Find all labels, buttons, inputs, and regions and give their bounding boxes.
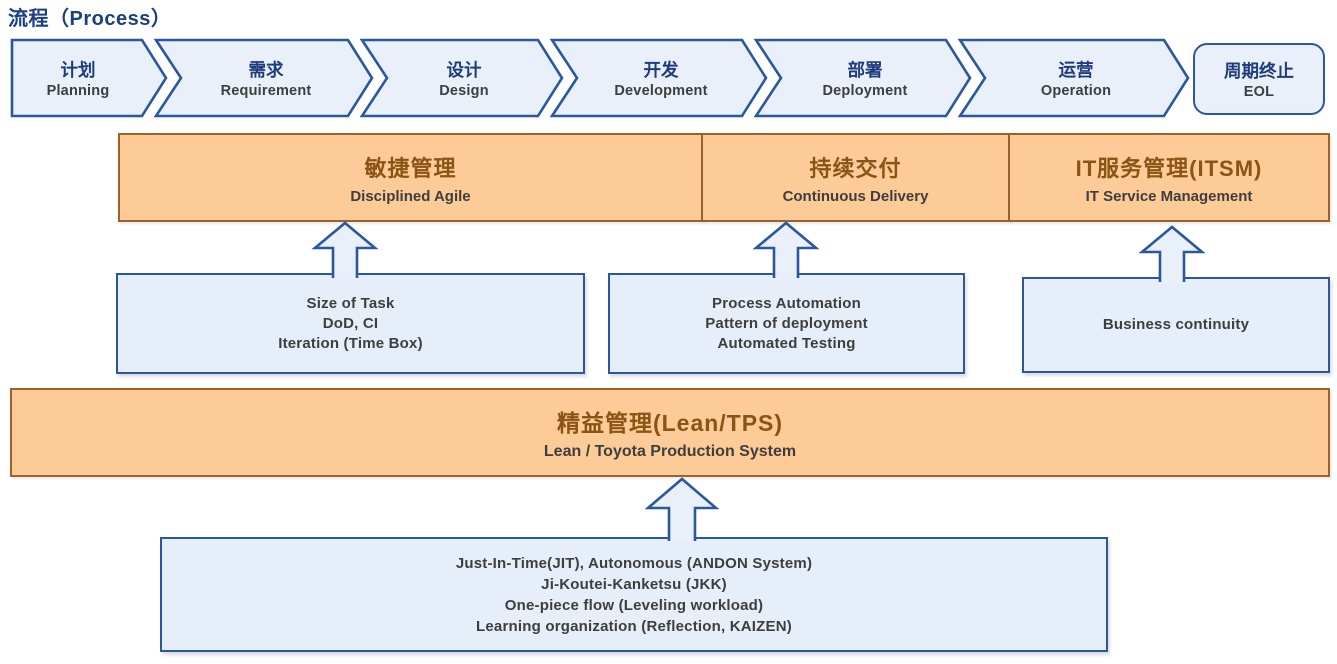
methodology-label-en: Continuous Delivery <box>782 187 929 205</box>
methodology-itsm: IT服务管理(ITSM) IT Service Management <box>1008 133 1330 222</box>
practice-box-itsm: Business continuity <box>1022 277 1330 373</box>
process-step-operation: 运营 Operation <box>958 38 1190 118</box>
chevron-arrow-icon <box>550 38 768 118</box>
methodology-disciplined-agile: 敏捷管理 Disciplined Agile <box>118 133 703 222</box>
practice-line: Learning organization (Reflection, KAIZE… <box>476 617 792 635</box>
methodology-label-zh: 敏捷管理 <box>364 155 457 181</box>
practice-box-agile: Size of Task DoD, CI Iteration (Time Box… <box>116 273 585 374</box>
process-step-eol: 周期终止 EOL <box>1193 43 1325 115</box>
practice-line: One-piece flow (Leveling workload) <box>504 596 764 614</box>
practice-line: Iteration (Time Box) <box>278 334 423 352</box>
process-step-requirement: 需求 Requirement <box>154 38 374 118</box>
methodology-label-en: Disciplined Agile <box>350 187 471 205</box>
process-step-deployment: 部署 Deployment <box>754 38 972 118</box>
practice-line: Ji-Koutei-Kanketsu (JKK) <box>541 575 727 593</box>
page-title: 流程（Process） <box>8 8 172 30</box>
chevron-arrow-icon <box>360 38 564 118</box>
chevron-arrow-icon <box>754 38 972 118</box>
methodology-continuous-delivery: 持续交付 Continuous Delivery <box>701 133 1010 222</box>
practice-line: DoD, CI <box>322 314 379 332</box>
practice-line: Just-In-Time(JIT), Autonomous (ANDON Sys… <box>455 554 813 572</box>
methodology-label-en: IT Service Management <box>1085 187 1253 205</box>
lean-label-zh: 精益管理(Lean/TPS) <box>556 410 784 436</box>
practice-line: Automated Testing <box>717 334 856 352</box>
up-arrow-icon <box>748 220 824 278</box>
process-step-planning: 计划 Planning <box>10 38 168 118</box>
practice-line: Pattern of deployment <box>705 314 868 332</box>
practice-box-lean: Just-In-Time(JIT), Autonomous (ANDON Sys… <box>160 537 1108 652</box>
practice-line: Business continuity <box>1102 316 1250 333</box>
process-step-development: 开发 Development <box>550 38 768 118</box>
process-step-design: 设计 Design <box>360 38 564 118</box>
practice-line: Process Automation <box>712 294 861 312</box>
up-arrow-icon <box>307 220 383 278</box>
methodology-band: 敏捷管理 Disciplined Agile 持续交付 Continuous D… <box>118 133 1330 222</box>
practice-line: Size of Task <box>306 294 395 312</box>
lean-band: 精益管理(Lean/TPS) Lean / Toyota Production … <box>10 388 1330 477</box>
chevron-arrow-icon <box>154 38 374 118</box>
practice-box-continuous-delivery: Process Automation Pattern of deployment… <box>608 273 965 374</box>
methodology-label-zh: IT服务管理(ITSM) <box>1075 155 1263 181</box>
methodology-label-zh: 持续交付 <box>809 155 902 181</box>
up-arrow-icon <box>1134 224 1210 282</box>
chevron-arrow-icon <box>958 38 1190 118</box>
step-label-en: EOL <box>1243 84 1275 100</box>
chevron-arrow-icon <box>10 38 168 118</box>
up-arrow-icon <box>639 477 725 541</box>
step-label-zh: 周期终止 <box>1224 61 1294 81</box>
lean-label-en: Lean / Toyota Production System <box>543 443 797 460</box>
